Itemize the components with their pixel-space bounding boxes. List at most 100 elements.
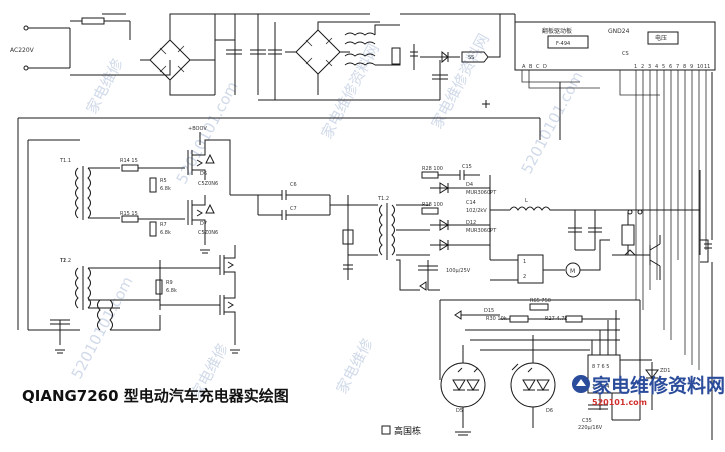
aux-bridge [295,29,341,75]
c15-label: C15 [462,164,472,170]
cs-label: CS [622,51,629,57]
main-transformer-primary [348,204,378,256]
aux-wiring [374,24,401,66]
pin-label: 6 [669,64,672,70]
capacitor-c35 [588,404,608,410]
primary-bus [17,82,561,330]
led-wiring [455,335,534,436]
current-sense-wiring [110,315,161,331]
relay-box [517,254,544,284]
mosfet-wiring [160,245,240,354]
r5-label: R5 [160,178,167,184]
bulk-cap-value: 100μ/25V [446,268,471,274]
legend-box [381,425,391,435]
c16-value: 102/2kV [466,208,487,214]
gnd-label: GND24 [608,28,630,35]
c6-label: C6 [290,182,297,188]
bulk-capacitor [418,260,440,291]
relay-contact [627,209,633,215]
c35-value: 220μ/16V [578,425,603,431]
zener-wiring [620,359,653,410]
board-label: 翻板驱动板 [542,27,572,35]
led-indicator-d5 [440,362,486,408]
pin-label: C [536,64,540,70]
pin-label: 3 [648,64,651,70]
diode-d4 [430,182,490,194]
relay-pin-2: 2 [523,274,526,280]
output-capacitors [568,210,602,251]
mosfet-q4 [219,290,236,320]
q1-label: D6 [200,171,207,177]
fan-motor-label: M [570,268,575,275]
hv-label: +BOOV [188,126,207,132]
zd1-label: ZD1 [660,368,670,374]
q2-value: C5Z0N6 [198,230,218,236]
ac-input-label: AC220V [10,47,35,54]
control-module: 翻板驱动板 F-494 GND24 电压 CS A B C D 1 2 3 4 … [514,21,716,370]
ss-label: SS [468,55,474,61]
t12-secondary-label: T1.2 [377,196,389,202]
resistor-r5 [149,177,157,193]
pin-label: B [529,64,533,70]
watermark-layer: 家电维修 52010101.com 家电维修资料网 家电维修资料网 520101… [68,31,587,402]
ic-pins-top: 8 7 6 5 [592,364,610,370]
d12-label: D12 [466,220,476,226]
ac-terminal [23,65,29,71]
relay-coil-wiring [612,212,640,256]
ac-wiring [28,27,71,69]
primary-series [330,195,354,280]
r30-label: R30 10k [486,316,507,322]
resistor-r65 [529,303,549,311]
ss-connector [461,51,489,63]
mosfet-q1 [187,145,215,180]
resistor-r28 [421,171,439,179]
relay-pin-1: 1 [523,259,526,265]
output-inductor [509,206,590,211]
watermark-text: 家电维修资料网 [318,41,383,142]
led-diodes [452,367,480,391]
bridge-diodes [159,45,185,73]
led-d5-label: D5 [456,408,463,414]
aux-wiring [258,22,440,101]
pin-label: 8 [683,64,686,70]
r65-label: R65 750 [530,298,551,304]
logo-emblem-mark [576,379,586,386]
aux-transformer [344,32,376,45]
r9-value: 6.8k [166,288,177,294]
top-bus [400,13,516,68]
watermark-text: 家电维修资料网 [428,31,493,132]
r9-label: R9 [166,280,173,286]
ic-pins-bottom: 1 2 3 4 [592,384,610,390]
pin-label: 11 [704,64,710,70]
pin-wires [635,70,707,370]
r7-label: R7 [160,222,167,228]
pin-label: 5 [662,64,665,70]
ac-input-section: AC220V [10,13,370,96]
led-d6-label: D6 [546,408,553,414]
t2-label: T2 [59,258,66,264]
diode-d3 [419,281,429,291]
r7-value: 6.8k [160,230,171,236]
resistor-r27 [565,315,583,323]
primary-ground [28,319,70,354]
c7-label: C7 [290,206,297,212]
aux-diode [420,50,460,64]
watermark-text: 家电维修 [83,55,127,116]
r5-value: 6.8k [160,186,171,192]
current-transformer [97,299,113,331]
filter-capacitors [214,14,266,95]
d4-label: D4 [466,182,473,188]
relay-wiring [490,259,565,281]
aux-resistor [391,47,401,65]
resistor-r14 [121,164,139,172]
c14-label: C14 [466,200,476,206]
gate-wiring [88,167,120,309]
feedback-return [612,300,641,421]
drive-transformer-t12 [75,266,91,310]
aux-supply-section: SS [258,13,516,108]
pin-label: 10 [697,64,703,70]
led-diodes [511,363,550,391]
pin-label: 7 [676,64,679,70]
relay-coil [621,224,635,246]
